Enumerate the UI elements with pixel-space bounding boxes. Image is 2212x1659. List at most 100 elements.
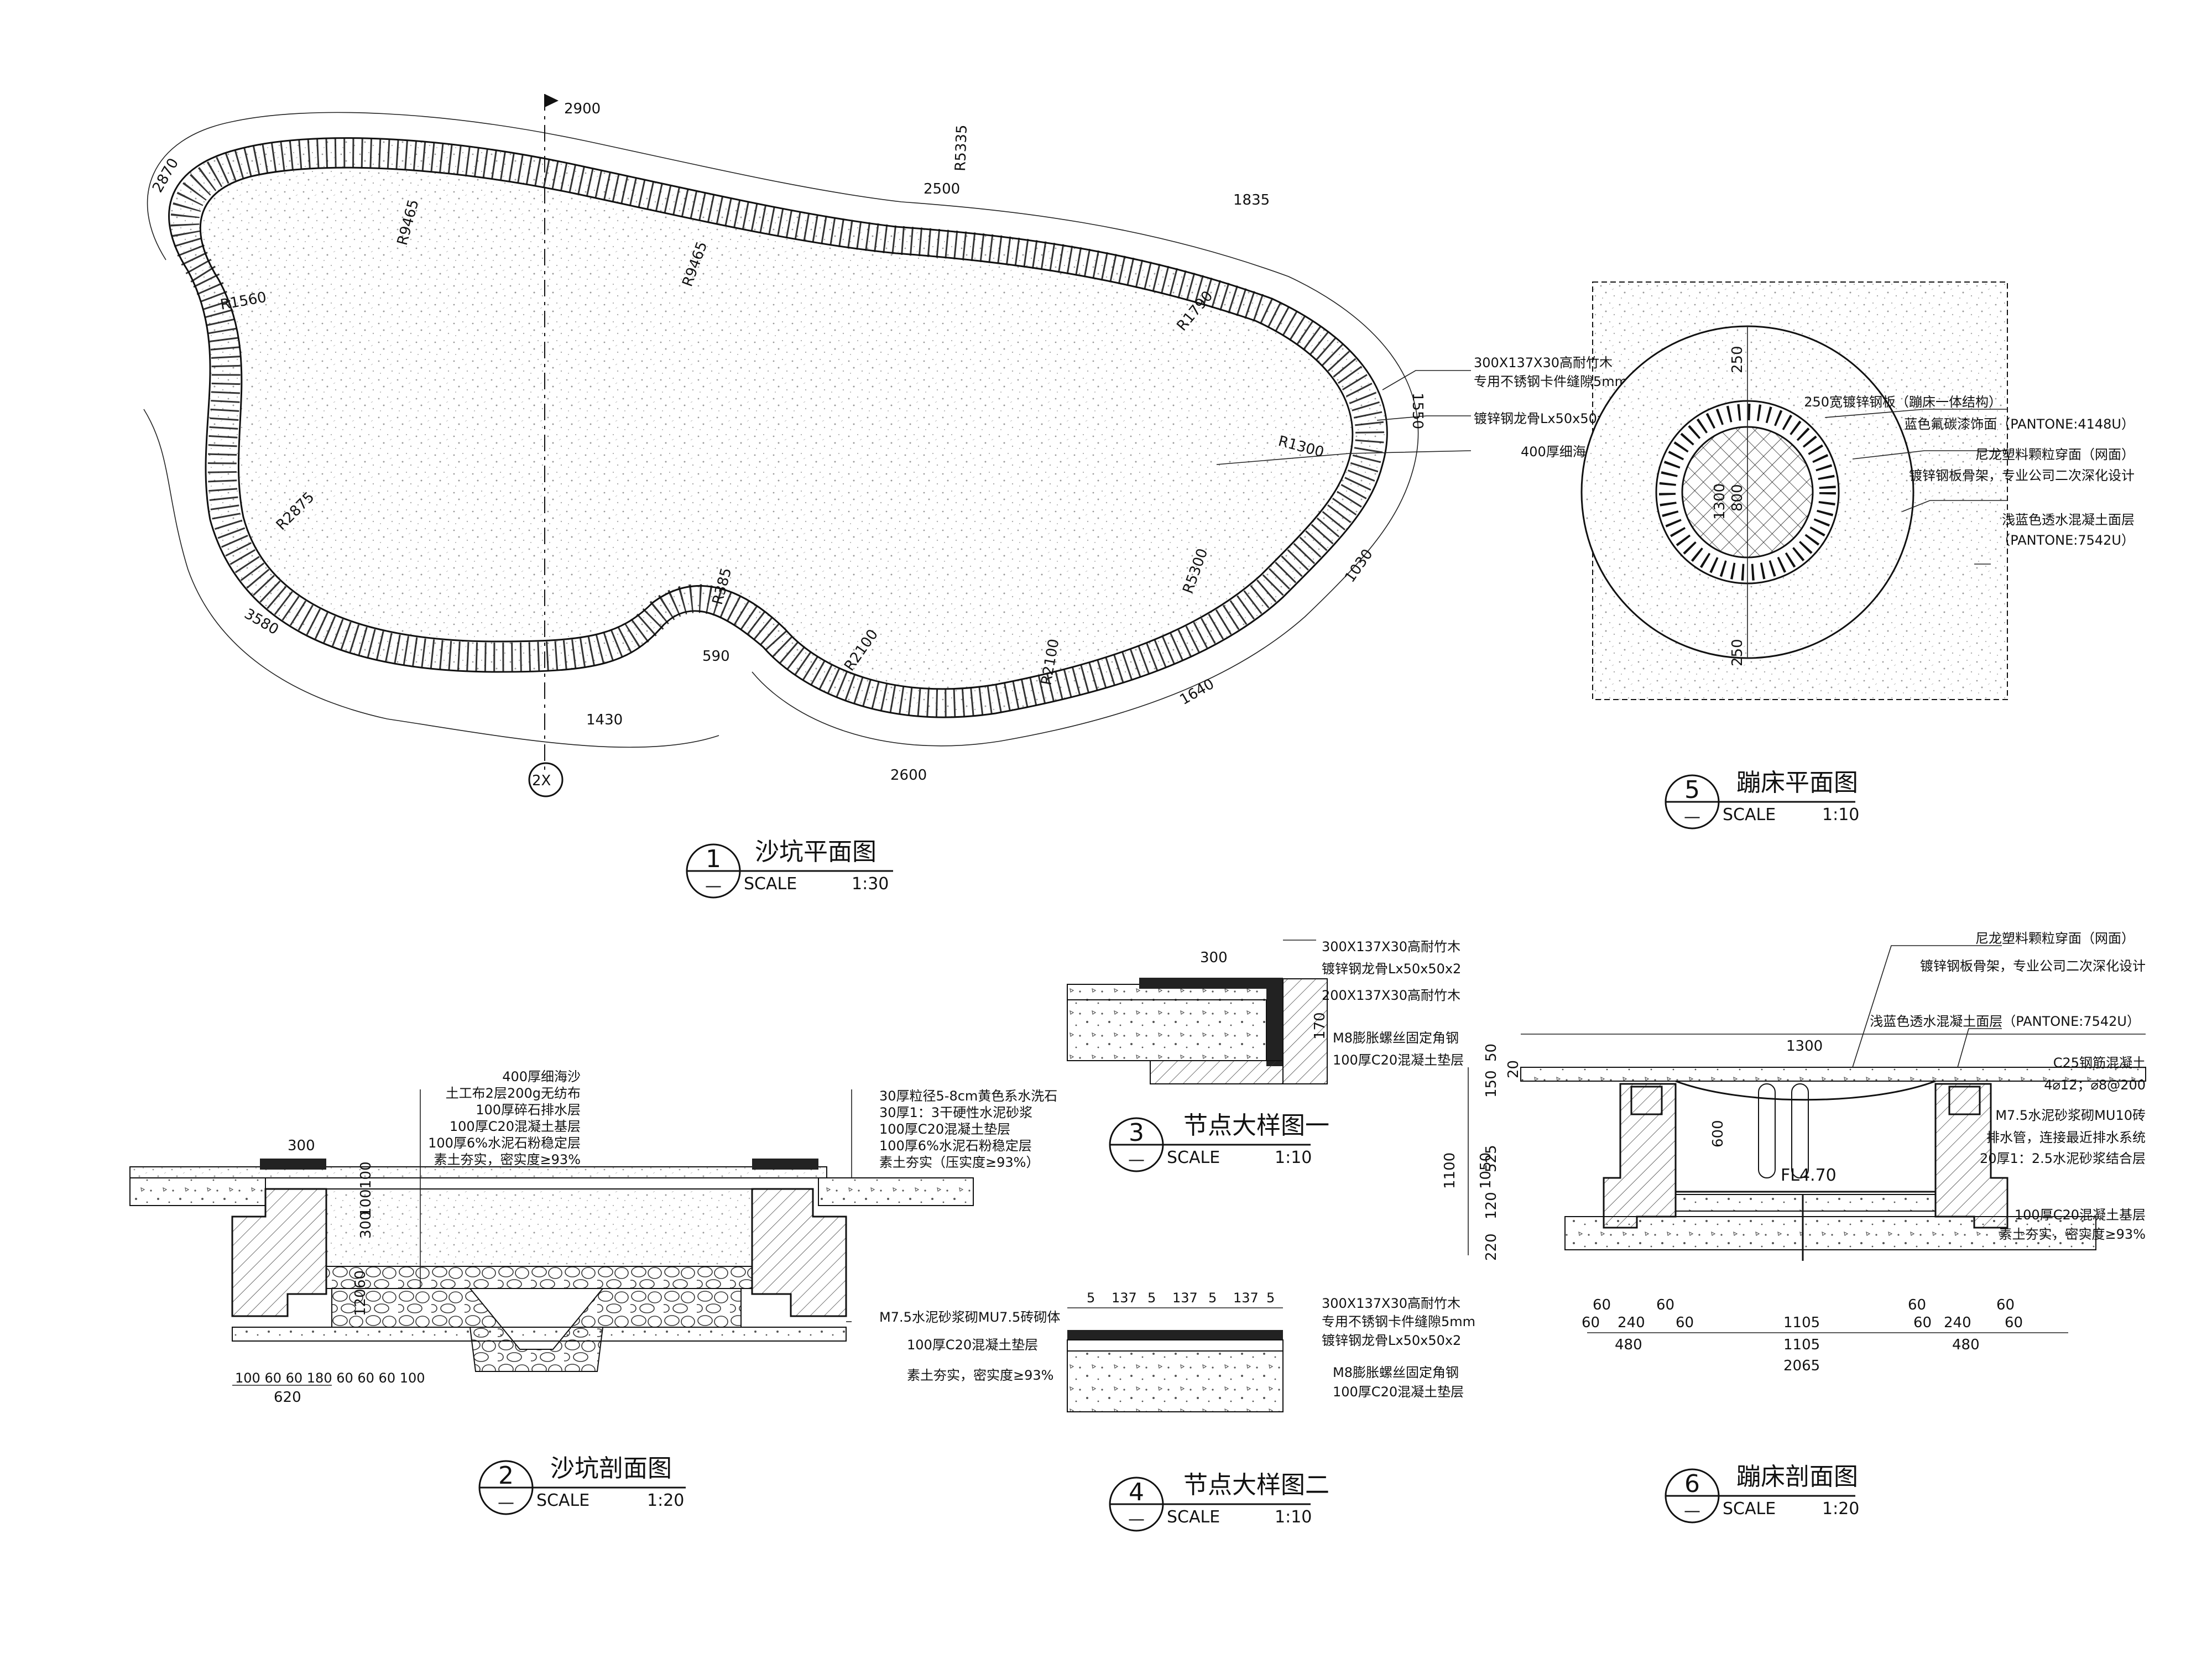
plan-note-1: 300X137X30高耐竹木 <box>1474 355 1613 371</box>
sandpit-sand-fill <box>168 137 1388 718</box>
d2-note-5: 100厚C20混凝土垫层 <box>1333 1384 1464 1400</box>
sec-lower-note-3: 素土夯实，密实度≥93% <box>907 1368 1053 1383</box>
ts-dim-220: 220 <box>1483 1233 1500 1261</box>
sec-right-note-2: 30厚1：3干硬性水泥砂浆 <box>879 1105 1032 1120</box>
d2-concrete <box>1067 1350 1284 1412</box>
ts-leader-1 <box>1852 945 2002 1068</box>
title-3-scale-label: SCALE <box>1167 1148 1220 1167</box>
d1-note-4: M8膨胀螺丝固定角钢 <box>1333 1030 1459 1046</box>
title-block-6: 6 — 蹦床剖面图 SCALE 1:20 <box>1665 1463 1859 1524</box>
title-5-scale-label: SCALE <box>1723 805 1776 825</box>
tramp-leader-3 <box>1902 500 2007 512</box>
d2-note-3: 镀锌钢龙骨Lx50x50x2 <box>1322 1333 1461 1348</box>
plan-dim-1030: 1030 <box>1342 546 1376 586</box>
title-1-number: 1 <box>706 845 721 873</box>
north-arrow <box>545 94 559 107</box>
trampoline-plan: 250 250 1300 800 250宽镀锌钢板（蹦床一体结构） 蓝色氟碳漆饰… <box>1580 281 2135 700</box>
d2-dim-7: 5 <box>1266 1290 1275 1306</box>
ts-note-r-2: 4⌀12；⌀8@200 <box>2044 1077 2146 1093</box>
title-3-sub: — <box>1128 1150 1145 1170</box>
tramp-note-3: 尼龙塑料颗粒穿面（网面） <box>1975 447 2135 462</box>
sec-dim-620: 620 <box>274 1389 301 1406</box>
ts-dim-r3-2: 480 <box>1952 1337 1980 1353</box>
sec-right-note-4: 100厚6%水泥石粉稳定层 <box>879 1138 1032 1154</box>
ts-note-r-6: 100厚C20混凝土基层 <box>2015 1207 2146 1223</box>
title-1-scale-label: SCALE <box>744 874 797 894</box>
ts-fl: FL4.70 <box>1781 1166 1837 1185</box>
trampoline-spring-ring <box>1659 404 1836 581</box>
section-sand-fill <box>326 1188 753 1267</box>
title-3-scale: 1:10 <box>1275 1148 1312 1167</box>
title-6-sub: — <box>1684 1501 1700 1521</box>
ts-note-top-3: 浅蓝色透水混凝土面层（PANTONE:7542U） <box>1870 1014 2140 1029</box>
ts-mat <box>1675 1080 1936 1101</box>
title-4-text: 节点大样图二 <box>1183 1471 1329 1499</box>
plan-dim-1835: 1835 <box>1233 192 1270 208</box>
ts-dim-r1-6: 60 <box>1996 1297 2015 1313</box>
title-block-2: 2 — 沙坑剖面图 SCALE 1:20 <box>478 1454 686 1515</box>
title-2-scale-label: SCALE <box>536 1491 589 1510</box>
ts-dim-total: 2065 <box>1783 1358 1820 1374</box>
sec-dim-100a: 100 <box>358 1161 374 1189</box>
sec-center-note-5: 100厚6%水泥石粉稳定层 <box>428 1135 581 1151</box>
tramp-leader-1 <box>1824 409 2007 418</box>
title-5-scale: 1:10 <box>1822 805 1859 825</box>
title-4-scale: 1:10 <box>1275 1507 1312 1527</box>
plan-note-3: 镀锌钢龙骨Lx50x50x2 <box>1474 411 1613 426</box>
title-6-scale: 1:20 <box>1822 1499 1859 1519</box>
sec-right-note-1: 30厚粒径5-8cm黄色系水洗石 <box>879 1088 1057 1104</box>
plan-leader-3 <box>1216 450 1472 465</box>
d2-note-2: 专用不锈钢卡件缝隙5mm <box>1322 1314 1475 1329</box>
ts-dim-r2-1: 60 <box>1676 1314 1694 1331</box>
title-2-sub: — <box>498 1493 514 1512</box>
d2-dim-4: 137 <box>1172 1290 1198 1306</box>
ts-dim-r2-3: 60 <box>2005 1314 2023 1331</box>
title-3-text: 节点大样图一 <box>1183 1112 1329 1140</box>
sec-center-note-3: 100厚碎石排水层 <box>476 1102 581 1118</box>
section-mark-label: 2X <box>532 773 551 789</box>
ts-note-r-3: M7.5水泥砂浆砌MU10砖 <box>1995 1108 2146 1123</box>
ts-dim-r1-0: 60 <box>1593 1297 1611 1313</box>
title-6-scale-label: SCALE <box>1723 1499 1776 1519</box>
title-2-text: 沙坑剖面图 <box>550 1454 672 1483</box>
section-timber-right <box>752 1159 818 1170</box>
plan-dim-r5335: R5335 <box>952 124 971 171</box>
plan-dim-2900: 2900 <box>564 101 601 117</box>
sec-dim-100b: 100 <box>358 1189 374 1217</box>
ts-dim-r1-2: 60 <box>1656 1297 1674 1313</box>
ts-leader-2 <box>1957 1028 2002 1068</box>
title-1-scale: 1:30 <box>852 874 889 894</box>
title-block-5: 5 — 蹦床平面图 SCALE 1:10 <box>1665 769 1859 830</box>
title-6-text: 蹦床剖面图 <box>1736 1463 1858 1491</box>
ts-dim-1300: 1300 <box>1786 1038 1823 1055</box>
ts-dim-r2-2: 60 <box>1913 1314 1932 1331</box>
ts-note-r-4: 排水管，连接最近排水系统 <box>1986 1130 2146 1145</box>
ts-slab <box>1564 1216 2096 1250</box>
ts-dim-120: 120 <box>1483 1192 1500 1219</box>
ts-note-r-7: 素土夯实，密实度≥93% <box>1999 1227 2146 1242</box>
tramp-dim-bottom: 250 <box>1729 639 1746 666</box>
d1-note-3: 200X137X30高耐竹木 <box>1322 988 1460 1003</box>
d1-timber-top <box>1139 978 1283 989</box>
d2-dim-6: 137 <box>1233 1290 1259 1306</box>
ts-dim-r3-1: 1105 <box>1783 1337 1820 1353</box>
title-5-number: 5 <box>1684 776 1700 804</box>
sec-dim-300w: 300 <box>288 1138 315 1154</box>
sec-dim-bottom-row: 100 60 60 180 60 60 60 100 <box>235 1370 425 1386</box>
tramp-dim-outer: 1300 <box>1712 483 1728 520</box>
ts-dim-1050: 1050 <box>1478 1152 1494 1189</box>
ts-note-top-2: 镀锌钢板骨架，专业公司二次深化设计 <box>1920 958 2146 974</box>
d1-concrete <box>1067 999 1267 1061</box>
sec-dim-60: 60 <box>352 1270 369 1288</box>
plan-dim-1550: 1550 <box>1409 393 1426 429</box>
ts-dim-525: 525 <box>1483 1145 1500 1172</box>
ts-note-top-1: 尼龙塑料颗粒穿面（网面） <box>1975 931 2135 946</box>
d1-note-5: 100厚C20混凝土垫层 <box>1333 1052 1464 1068</box>
title-block-1: 1 — 沙坑平面图 SCALE 1:30 <box>686 838 893 899</box>
title-5-sub: — <box>1684 807 1700 827</box>
section-base-slab <box>232 1327 847 1342</box>
title-4-number: 4 <box>1129 1478 1144 1506</box>
d2-dim-5: 5 <box>1208 1290 1217 1306</box>
ts-dim-r2-0: 60 <box>1582 1314 1600 1331</box>
detail-1: 300 170 300X137X30高耐竹木 镀锌钢龙骨Lx50x50x2 20… <box>1067 939 1464 1084</box>
